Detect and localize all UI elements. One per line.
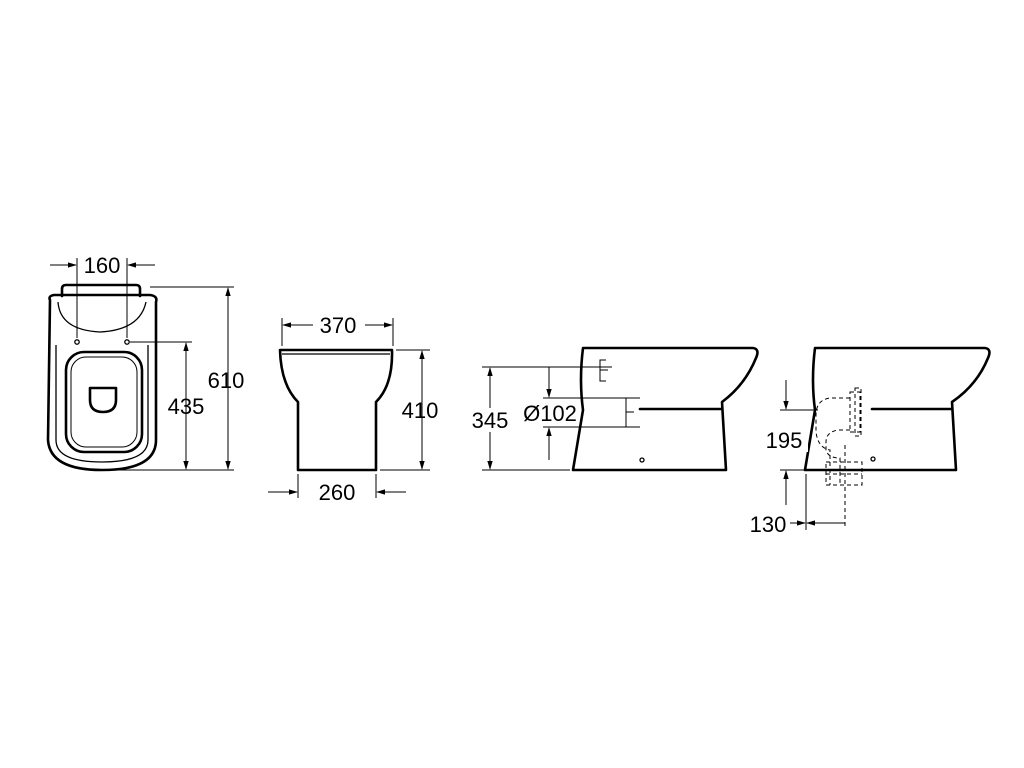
dimension-370-label: 370 [320,313,357,338]
dimension-260-label: 260 [319,480,356,505]
pan-connector-bend-inner [825,429,850,485]
top-view-fixing-hole-left [74,339,80,345]
dimension-610-label: 610 [208,368,245,393]
connector-view: 195 130 [750,346,991,537]
dimension-102-label: Ø102 [523,401,577,426]
dimension-370: 370 [281,312,394,346]
dimension-130: 130 [750,474,845,537]
pan-connector-collar [854,387,862,437]
connector-view-bowl-outline [803,346,991,472]
dimension-345-label: 345 [472,408,509,433]
dimension-diameter-102: Ø102 [523,367,640,460]
dimension-410: 410 [380,349,439,471]
dimension-410-label: 410 [402,398,439,423]
dimension-345-label-bg [465,408,517,432]
pan-connector [815,387,863,528]
pan-connector-flange [849,391,861,433]
front-view: 370 260 410 [268,312,438,505]
pan-connector-spigot [825,461,863,486]
top-view-outer-outline [46,293,158,472]
dimension-260: 260 [268,474,406,505]
dimension-195: 195 [762,380,818,505]
side-view-bowl-outline [571,346,759,472]
top-view-inner-rim [57,301,147,333]
top-view-seat-inner [70,356,138,448]
top-view-fixing-hole-right [124,339,130,345]
top-view-rear-bar [60,283,142,298]
dimension-610: 610 [102,286,245,471]
dimension-435-label: 435 [168,394,205,419]
front-view-bowl-outline [278,348,394,472]
dimension-195-label: 195 [766,428,803,453]
dimension-195-label-bg [762,428,808,452]
dimension-435: 435 [130,341,205,470]
connector-view-fixing-hole [870,456,876,462]
top-view-seat-opening [64,350,144,454]
dimension-370-label-bg [313,312,365,336]
side-view-fixing-hole [639,457,645,463]
dimension-345: 345 [465,366,612,471]
dimension-130-label: 130 [750,512,787,537]
pan-connector-bend-outer [815,397,850,485]
dimension-160-label: 160 [84,253,121,278]
dimension-160: 160 [50,253,155,338]
top-view: 160 610 435 [46,253,245,472]
top-view-drain-hole [88,386,118,414]
side-view: 345 Ø102 [465,346,759,472]
top-view-rim-side [55,345,149,463]
